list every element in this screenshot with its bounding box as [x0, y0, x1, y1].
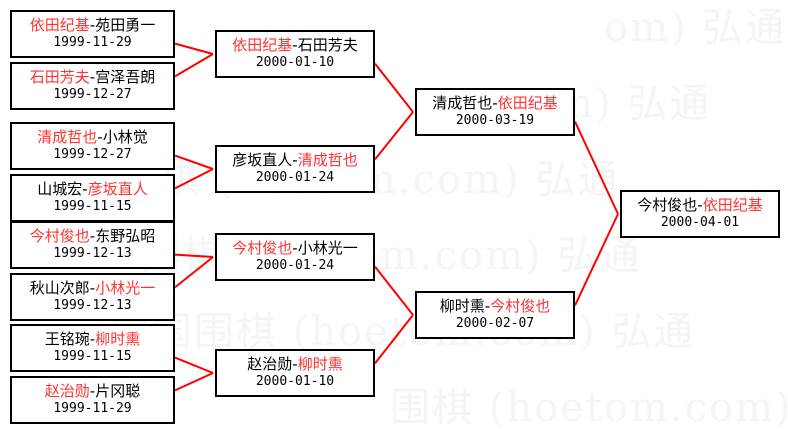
- player-separator: -: [484, 297, 491, 316]
- player-left: 赵治勋: [44, 382, 90, 401]
- player-left: 王铭琬: [44, 330, 90, 349]
- player-right: 彦坂直人: [87, 180, 148, 199]
- player-left: 今村俊也: [637, 196, 698, 215]
- match-date: 1999-12-13: [53, 298, 132, 314]
- player-separator: -: [82, 180, 88, 199]
- player-right: 依田纪基: [702, 196, 763, 215]
- player-separator: -: [492, 94, 498, 113]
- match-players: 依田纪基-苑田勇一: [29, 16, 156, 35]
- player-right: 依田纪基: [497, 94, 558, 113]
- match-players: 今村俊也-东野弘昭: [29, 227, 156, 246]
- match-players: 今村俊也-依田纪基: [637, 196, 763, 215]
- player-right: 柳时熏: [95, 330, 141, 349]
- match-players: 清成哲也-小林觉: [37, 128, 148, 147]
- player-left: 依田纪基: [29, 16, 90, 35]
- player-left: 今村俊也: [29, 227, 90, 246]
- player-separator: -: [89, 382, 96, 401]
- player-left: 依田纪基: [232, 36, 293, 55]
- player-right: 小林光一: [95, 279, 156, 298]
- match-players: 依田纪基-石田芳夫: [232, 36, 358, 55]
- player-right: 宫泽吾朗: [95, 68, 156, 87]
- player-separator: -: [89, 68, 96, 87]
- match-date: 1999-11-29: [53, 401, 132, 417]
- player-separator: -: [292, 355, 298, 374]
- player-left: 山城宏: [37, 180, 83, 199]
- match-date: 2000-01-10: [255, 374, 335, 390]
- player-separator: -: [89, 16, 96, 35]
- player-separator: -: [89, 279, 96, 298]
- match-date: 2000-02-07: [455, 316, 535, 332]
- match-date: 2000-03-19: [455, 113, 535, 129]
- match-date: 2000-01-24: [255, 258, 335, 274]
- player-right: 东野弘昭: [95, 227, 156, 246]
- match-date: 2000-01-24: [255, 170, 335, 186]
- match-players: 石田芳夫-宫泽吾朗: [29, 68, 156, 87]
- match-date: 2000-04-01: [660, 215, 740, 231]
- player-right: 今村俊也: [490, 297, 551, 316]
- match-players: 王铭琬-柳时熏: [44, 330, 141, 349]
- match-date: 1999-12-27: [53, 147, 132, 163]
- player-separator: -: [97, 128, 103, 147]
- match-date: 1999-11-29: [53, 35, 132, 51]
- player-separator: -: [697, 196, 703, 215]
- player-left: 今村俊也: [232, 239, 293, 258]
- player-separator: -: [89, 330, 96, 349]
- match-players: 彦坂直人-清成哲也: [232, 151, 358, 170]
- player-separator: -: [292, 239, 298, 258]
- player-left: 彦坂直人: [232, 151, 293, 170]
- player-right: 小林觉: [102, 128, 148, 147]
- match-players: 今村俊也-小林光一: [232, 239, 358, 258]
- match-players: 柳时熏-今村俊也: [439, 297, 551, 316]
- player-right: 苑田勇一: [95, 16, 156, 35]
- player-left: 秋山次郎: [29, 279, 90, 298]
- match-players: 清成哲也-依田纪基: [432, 94, 558, 113]
- player-left: 清成哲也: [37, 128, 98, 147]
- player-right: 片冈聪: [95, 382, 141, 401]
- match-players: 赵治勋-片冈聪: [44, 382, 141, 401]
- player-right: 石田芳夫: [297, 36, 358, 55]
- match-date: 1999-11-15: [53, 199, 132, 215]
- player-left: 柳时熏: [439, 297, 485, 316]
- player-separator: -: [89, 227, 96, 246]
- match-date: 1999-11-15: [53, 349, 132, 365]
- match-players: 赵治勋-柳时熏: [247, 355, 343, 374]
- player-left: 赵治勋: [247, 355, 293, 374]
- match-date: 2000-01-10: [255, 55, 335, 71]
- match-date: 1999-12-27: [53, 87, 132, 103]
- player-left: 石田芳夫: [29, 68, 90, 87]
- match-players: 山城宏-彦坂直人: [37, 180, 148, 199]
- player-right: 清成哲也: [297, 151, 358, 170]
- player-separator: -: [292, 36, 298, 55]
- player-right: 柳时熏: [297, 355, 343, 374]
- player-left: 清成哲也: [432, 94, 493, 113]
- match-players: 秋山次郎-小林光一: [29, 279, 156, 298]
- match-date: 1999-12-13: [53, 246, 132, 262]
- player-right: 小林光一: [297, 239, 358, 258]
- player-separator: -: [292, 151, 298, 170]
